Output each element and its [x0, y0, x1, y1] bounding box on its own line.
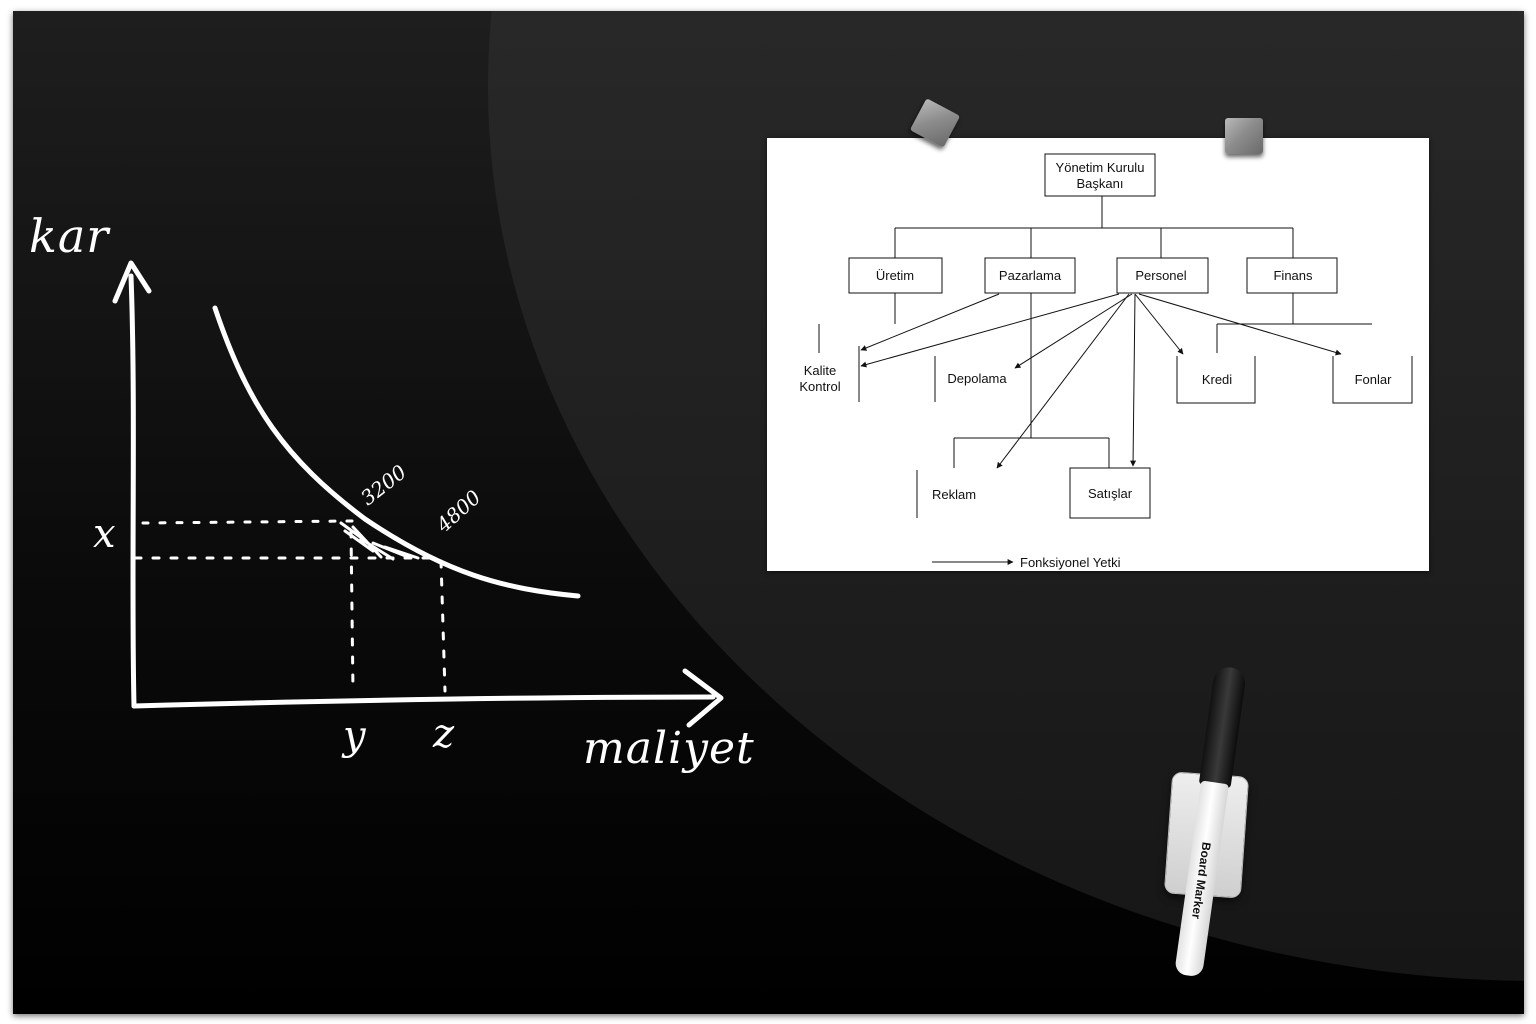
y-axis [128, 273, 137, 709]
label-pazarlama: Pazarlama [999, 268, 1062, 283]
box-fonlar [1332, 356, 1413, 404]
label-yonetim-1: Yönetim Kurulu [1056, 160, 1145, 175]
magnet-right [1225, 118, 1263, 154]
label-kalite-2: Kontrol [799, 379, 840, 394]
label-yonetim-2: Başkanı [1077, 176, 1124, 191]
label-uretim: Üretim [876, 268, 914, 283]
box-uretim [848, 257, 943, 294]
label-kalite-1: Kalite [804, 363, 837, 378]
box-satislar [1069, 467, 1151, 519]
tick-label-z: z [433, 711, 455, 757]
guide-z [439, 559, 447, 693]
box-pazarlama [984, 257, 1076, 294]
label-depolama: Depolama [947, 371, 1007, 386]
y-axis-arrowhead [112, 260, 152, 304]
tick-label-y: y [343, 713, 366, 759]
box-kredi [1176, 356, 1256, 404]
hatched-area [339, 521, 420, 561]
legend-label: Fonksiyonel Yetki [1020, 555, 1121, 570]
label-reklam: Reklam [932, 487, 976, 502]
label-fonlar: Fonlar [1355, 372, 1393, 387]
blackboard: kar maliyet x y z 3200 4800 [13, 11, 1524, 1014]
axis-x-label: maliyet [583, 723, 755, 774]
marker-cap [1198, 665, 1248, 789]
chalk-graph [112, 260, 724, 728]
box-finans [1246, 257, 1338, 294]
guide-x [141, 519, 355, 525]
guide-y [349, 529, 355, 693]
axis-y-label: kar [29, 209, 110, 263]
cost-curve [212, 305, 581, 599]
org-chart: Yönetim Kurulu Başkanı Üretim Pazarlama … [799, 153, 1413, 570]
label-finans: Finans [1273, 268, 1313, 283]
tick-label-x: x [93, 511, 116, 557]
x-axis [131, 694, 716, 709]
label-personel: Personel [1135, 268, 1186, 283]
x-axis-arrowhead [682, 668, 724, 728]
org-chart-paper: Yönetim Kurulu Başkanı Üretim Pazarlama … [767, 138, 1429, 571]
label-kredi: Kredi [1202, 372, 1232, 387]
box-personel [1116, 257, 1209, 294]
label-satislar: Satışlar [1088, 486, 1133, 501]
box-yonetim [1044, 153, 1156, 197]
